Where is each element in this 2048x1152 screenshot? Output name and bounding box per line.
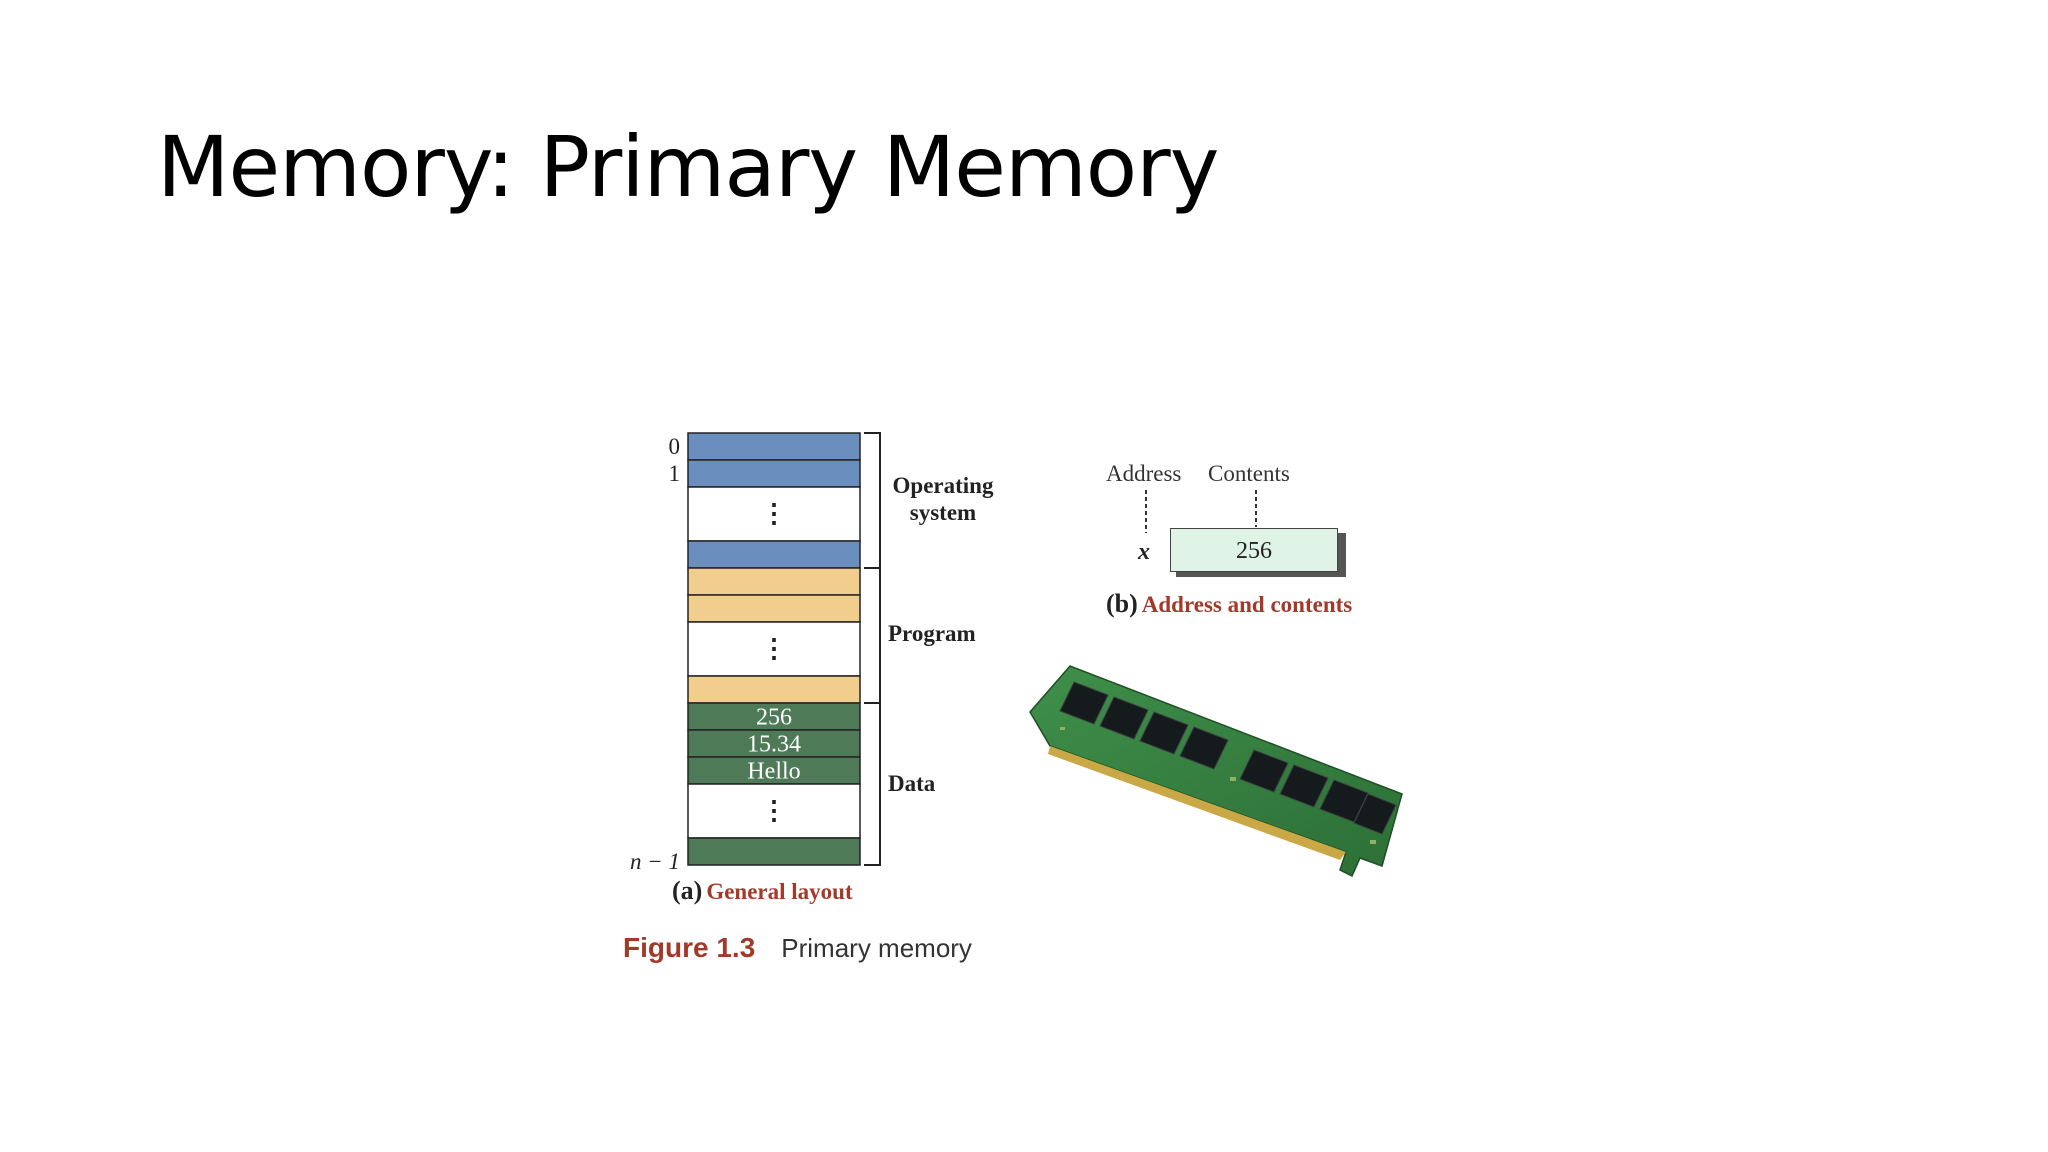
caption-text-b: Address and contents <box>1141 592 1353 617</box>
memory-cell-data <box>687 702 861 731</box>
memory-cell-data <box>687 837 861 866</box>
figure-caption-text: Primary memory <box>781 933 972 963</box>
caption-letter-a: (a) <box>672 876 703 905</box>
variable-x: x <box>1138 539 1150 565</box>
section-label-operating-system: Operating system <box>878 472 1008 526</box>
memory-cell-program <box>687 675 861 704</box>
section-label-program: Program <box>888 621 976 646</box>
section-os-line1: Operating <box>892 473 994 498</box>
contents-box: 256 <box>1170 528 1338 572</box>
section-os-line2: system <box>909 500 977 525</box>
figure-caption: Figure 1.3 Primary memory <box>623 932 972 964</box>
address-label-0: 0 <box>668 434 681 459</box>
memory-cell-data <box>687 756 861 785</box>
caption-address-contents: (b) Address and contents <box>1106 589 1352 619</box>
section-bracket <box>864 702 881 866</box>
ellipsis-marker: ⋮ <box>761 796 787 825</box>
contents-header: Contents <box>1208 461 1290 486</box>
memory-cell-program <box>687 567 861 596</box>
memory-cell-value: 256 <box>756 705 792 731</box>
memory-cell-os <box>687 432 861 461</box>
memory-cell-empty <box>687 486 861 542</box>
ellipsis-marker: ⋮ <box>761 634 787 663</box>
caption-text-a: General layout <box>706 879 853 904</box>
section-bracket <box>864 567 881 704</box>
ram-module-icon <box>1029 665 1403 878</box>
memory-cell-data <box>687 729 861 758</box>
memory-cell-value: Hello <box>747 759 800 785</box>
caption-general-layout: (a) General layout <box>672 876 853 906</box>
memory-cell-os <box>687 459 861 488</box>
section-label-data: Data <box>888 771 936 796</box>
memory-cell-empty <box>687 621 861 677</box>
memory-cell-empty <box>687 783 861 839</box>
memory-cell-value: 15.34 <box>747 732 801 758</box>
address-label-1: 1 <box>668 461 681 486</box>
slide-title: Memory: Primary Memory <box>157 118 1219 216</box>
memory-cell-program <box>687 594 861 623</box>
ellipsis-marker: ⋮ <box>761 499 787 528</box>
caption-letter-b: (b) <box>1106 589 1138 618</box>
address-header: Address <box>1106 461 1182 486</box>
memory-cell-os <box>687 540 861 569</box>
figure-number: Figure 1.3 <box>623 932 756 963</box>
address-label-last: n − 1 <box>629 849 680 874</box>
